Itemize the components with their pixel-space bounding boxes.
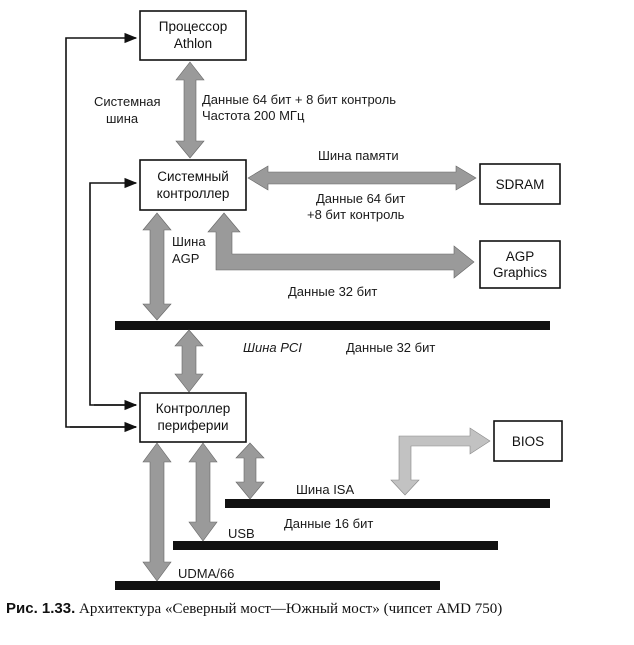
udma-arrow [142,442,172,582]
udma-label: UDMA/66 [178,566,234,581]
agp-data-label: Данные 32 бит [288,284,377,299]
pci-bus-label: Шина PCI [243,340,302,355]
memory-data-label-line2: +8 бит контроль [307,207,405,222]
memory-data-label-line1: Данные 64 бит [316,191,405,206]
bios-arrow [390,427,491,496]
isa-bus-bar [225,499,550,508]
udma-bus-bar [115,581,440,590]
memory-bus-arrow [247,165,477,191]
pci-southbridge-arrow [174,329,204,393]
isa-arrow [235,442,265,500]
agp-bus-label-line2: AGP [172,251,199,266]
usb-bus-bar [173,541,498,550]
agp-label-line2: Graphics [493,265,547,280]
northbridge-pci-arrow [142,212,172,321]
bios-label: BIOS [512,434,544,449]
system-bus-arrow [175,61,205,159]
agp-box [479,240,561,289]
isa-data-label: Данные 16 бит [284,516,373,531]
figure-number: Рис. 1.33. [6,600,76,617]
southbridge-to-northbridge-line [89,177,138,406]
cpu-label-line2: Athlon [174,36,212,51]
northbridge-box [139,159,247,211]
isa-bus-label: Шина ISA [296,482,354,497]
usb-arrow [188,442,218,542]
usb-label: USB [228,526,255,541]
southbridge-label-line1: Контроллер [156,401,231,416]
pci-data-label: Данные 32 бит [346,340,435,355]
cpu-frequency-label: Частота 200 МГц [202,108,305,123]
system-bus-label-line2: шина [106,111,139,126]
southbridge-label-line2: периферии [157,418,228,433]
figure-caption: Рис. 1.33. Архитектура «Северный мост—Юж… [6,600,630,618]
cpu-data-label: Данные 64 бит + 8 бит контроль [202,92,396,107]
system-bus-label-line1: Системная [94,94,161,109]
agp-bus-arrow [207,212,475,279]
bios-box [493,420,563,462]
southbridge-box [139,392,247,443]
cpu-label-line1: Процессор [159,19,227,34]
agp-label-line1: AGP [506,249,535,264]
memory-bus-label: Шина памяти [318,148,399,163]
agp-bus-label-line1: Шина [172,234,206,249]
northbridge-label-line1: Системный [157,169,229,184]
pci-bus-bar [115,321,550,330]
figure-caption-text: Архитектура «Северный мост—Южный мост» (… [79,601,503,617]
sdram-box [479,163,561,205]
sdram-label: SDRAM [496,177,545,192]
cpu-box [139,10,247,61]
northbridge-label-line2: контроллер [157,186,230,201]
